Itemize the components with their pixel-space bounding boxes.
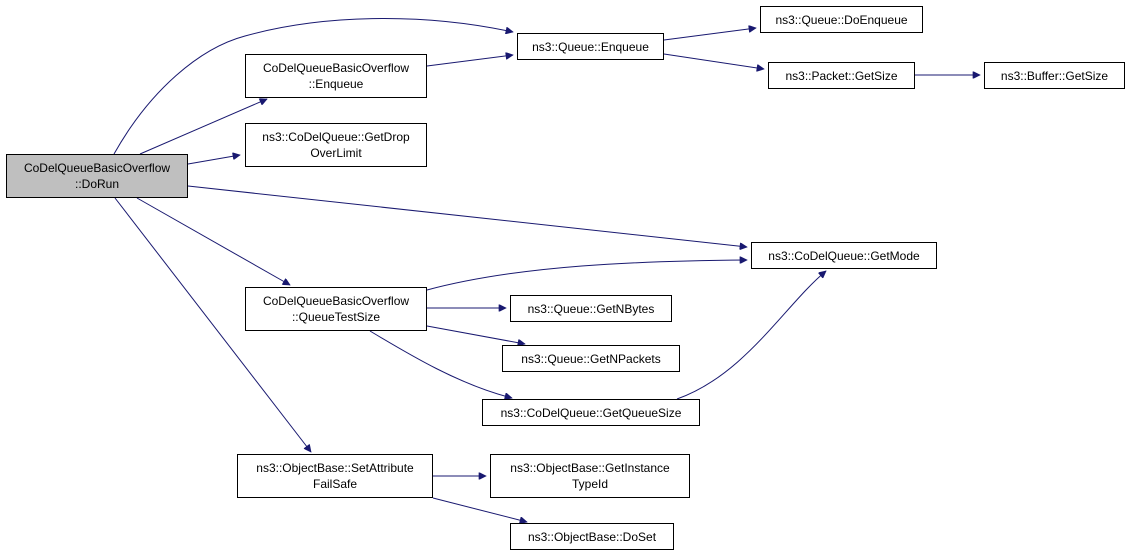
edge-queue-test-size-to-codel-get-mode: [426, 260, 747, 291]
edge-queue-test-size-to-codel-get-queue-size: [369, 330, 512, 398]
edge-set-attribute-fail-safe-to-object-base-do-set: [432, 497, 527, 522]
node-queue-test-size[interactable]: CoDelQueueBasicOverflow::QueueTestSize: [245, 287, 427, 331]
node-overflow-enqueue[interactable]: CoDelQueueBasicOverflow::Enqueue: [245, 54, 427, 98]
node-label: ns3::Queue::GetNBytes: [527, 301, 655, 316]
node-codel-get-queue-size[interactable]: ns3::CoDelQueue::GetQueueSize: [482, 399, 700, 426]
node-label: ::DoRun: [74, 177, 120, 191]
node-queue-get-nbytes[interactable]: ns3::Queue::GetNBytes: [510, 295, 672, 322]
node-label: ns3::CoDelQueue::GetMode: [768, 248, 920, 263]
edge-dorun-to-queue-enqueue: [113, 18, 513, 155]
edge-queue-enqueue-to-queue-do-enqueue: [663, 28, 756, 41]
node-codel-get-mode[interactable]: ns3::CoDelQueue::GetMode: [751, 242, 937, 269]
node-queue-get-npackets[interactable]: ns3::Queue::GetNPackets: [502, 345, 680, 372]
node-label: ns3::Buffer::GetSize: [1000, 68, 1109, 83]
node-label: ns3::CoDelQueue::GetDrop: [262, 130, 410, 144]
node-queue-enqueue[interactable]: ns3::Queue::Enqueue: [517, 33, 664, 60]
node-label: OverLimit: [310, 146, 362, 160]
edge-queue-test-size-to-queue-get-npackets: [426, 325, 525, 344]
node-label: ns3::ObjectBase::DoSet: [527, 529, 657, 544]
edge-overflow-enqueue-to-queue-enqueue: [426, 55, 513, 67]
edge-dorun-to-get-drop-over-limit: [187, 155, 240, 165]
node-label: ::QueueTestSize: [291, 310, 381, 324]
node-label: ns3::Queue::Enqueue: [532, 39, 649, 54]
edge-dorun-to-queue-test-size: [136, 197, 290, 286]
edge-queue-enqueue-to-packet-get-size: [663, 53, 764, 69]
node-label: ns3::Queue::GetNPackets: [521, 351, 661, 366]
node-packet-get-size[interactable]: ns3::Packet::GetSize: [768, 62, 915, 89]
node-buffer-get-size[interactable]: ns3::Buffer::GetSize: [984, 62, 1125, 89]
node-queue-do-enqueue[interactable]: ns3::Queue::DoEnqueue: [760, 6, 923, 33]
node-label: ns3::CoDelQueue::GetQueueSize: [500, 405, 682, 420]
edge-dorun-to-set-attribute-fail-safe: [114, 197, 311, 452]
node-label: CoDelQueueBasicOverflow: [262, 294, 410, 308]
node-label: ns3::ObjectBase::GetInstance: [510, 461, 670, 475]
node-label: CoDelQueueBasicOverflow: [23, 161, 171, 175]
edge-dorun-to-overflow-enqueue: [139, 99, 267, 155]
edge-layer: [113, 18, 980, 522]
node-label: ns3::Queue::DoEnqueue: [775, 12, 908, 27]
node-dorun: CoDelQueueBasicOverflow::DoRun: [6, 154, 188, 198]
node-label: FailSafe: [312, 477, 358, 491]
edge-dorun-to-codel-get-mode: [187, 185, 747, 247]
node-label: CoDelQueueBasicOverflow: [262, 61, 410, 75]
node-label: ::Enqueue: [308, 77, 364, 91]
edge-codel-get-queue-size-to-codel-get-mode: [676, 271, 826, 400]
node-label: ns3::Packet::GetSize: [785, 68, 898, 83]
node-label: TypeId: [571, 477, 609, 491]
node-label: ns3::ObjectBase::SetAttribute: [256, 461, 414, 475]
node-object-base-do-set[interactable]: ns3::ObjectBase::DoSet: [510, 523, 674, 550]
